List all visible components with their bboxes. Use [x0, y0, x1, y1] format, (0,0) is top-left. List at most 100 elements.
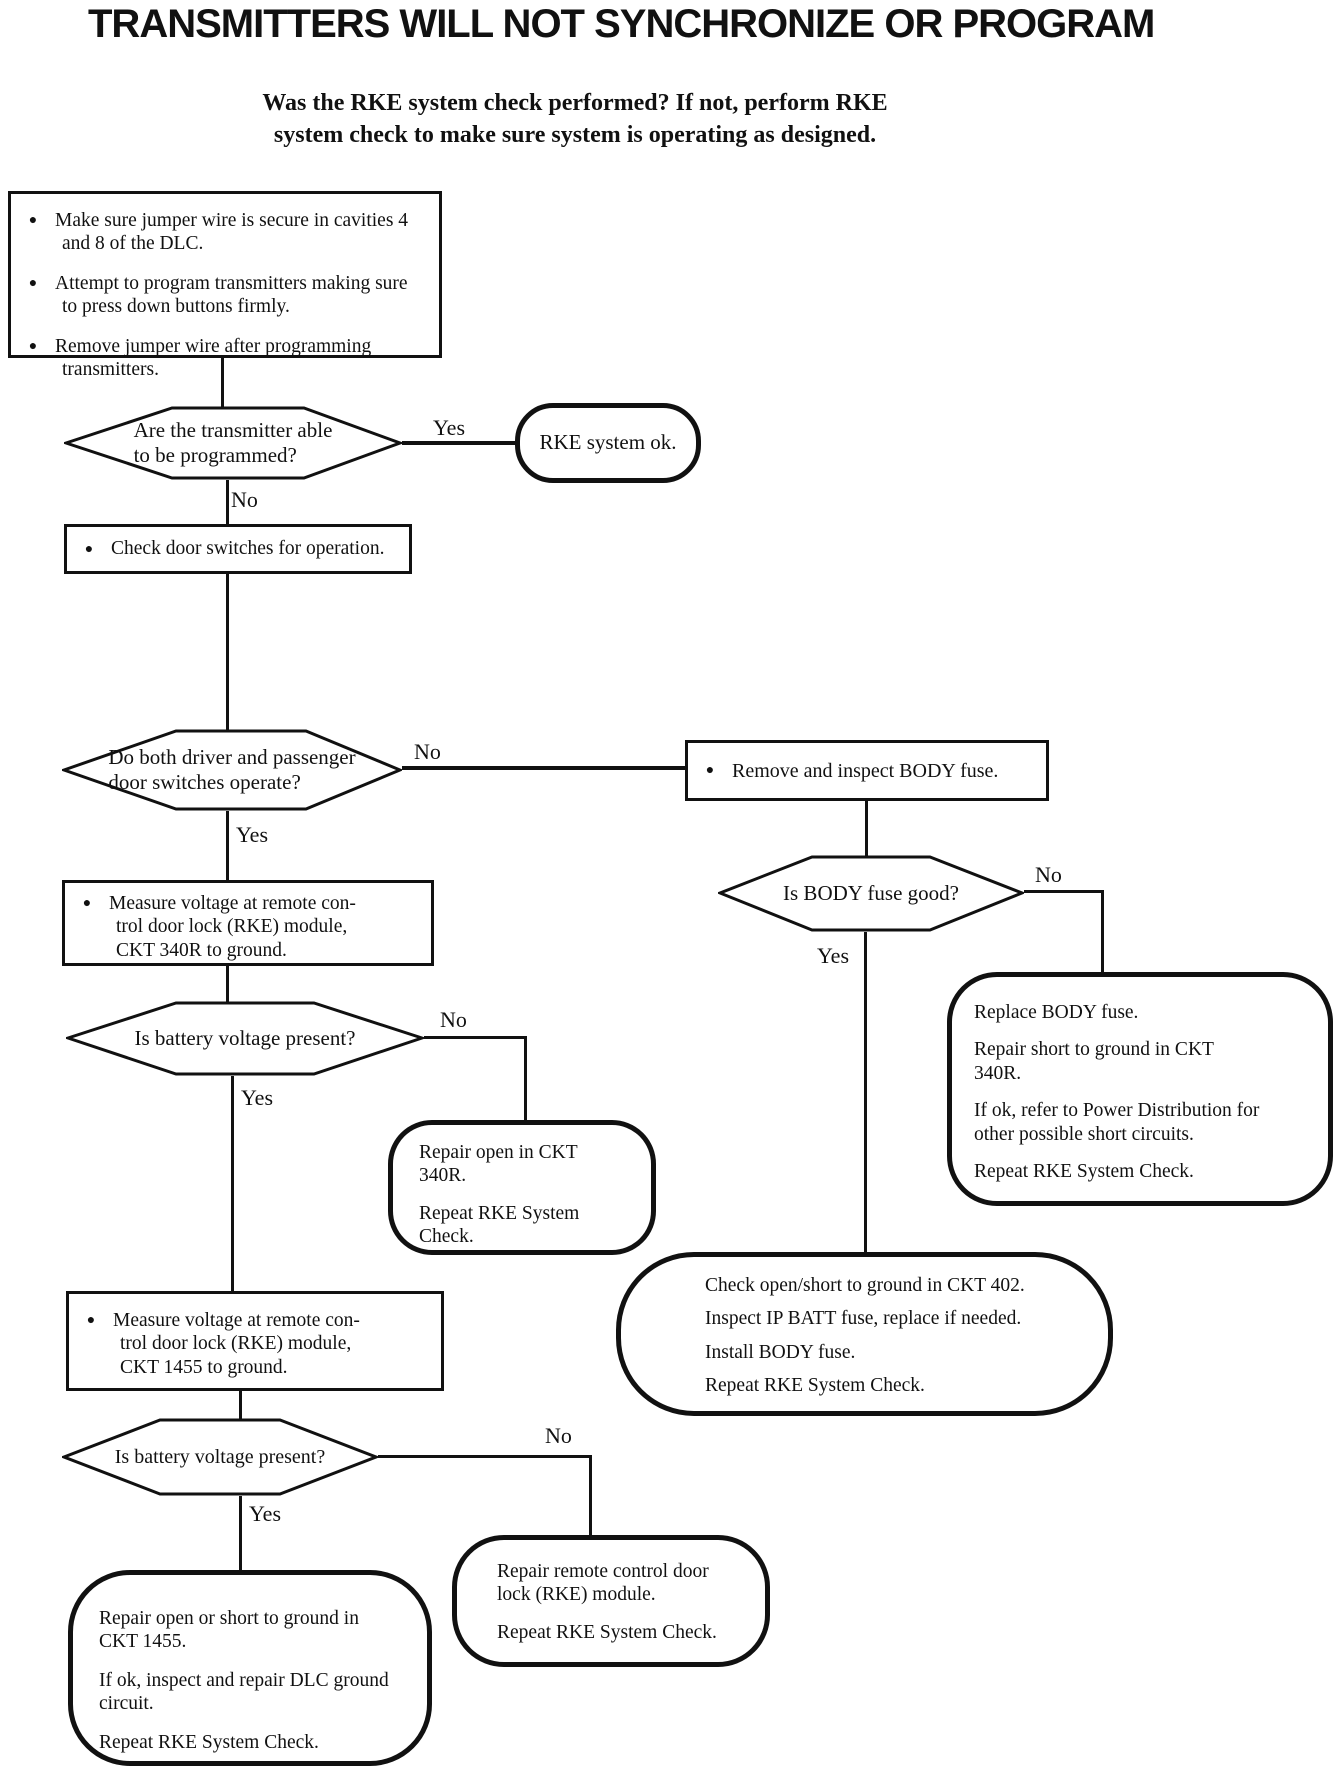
process-line: CKT 1455 to ground. [120, 1356, 288, 1378]
prep-item: ● Make sure jumper wire is secure in cav… [11, 209, 439, 256]
process-line: trol door lock (RKE) module, [120, 1333, 352, 1355]
terminal-paragraph: If ok, refer to Power Distribution for o… [974, 1099, 1320, 1146]
terminal-line: Repeat RKE System Check. [705, 1375, 925, 1397]
terminal-line: Repair remote control door [497, 1561, 709, 1582]
decision-line: Is battery voltage present? [114, 1446, 326, 1468]
terminal-paragraph: Repair open in CKT 340R. [419, 1141, 643, 1188]
terminal-paragraph: Install BODY fuse. [705, 1341, 1100, 1364]
prep-item-line: transmitters. [62, 358, 159, 380]
connector-qbatt1-no-v [524, 1036, 527, 1122]
prep-item: ● Remove jumper wire after programming t… [11, 335, 439, 382]
prep-item-line: Remove jumper wire after programming [55, 335, 372, 357]
label-no: No [545, 1423, 572, 1448]
label-yes: Yes [249, 1501, 282, 1526]
bullet-icon: ● [82, 896, 92, 911]
decision-body-fuse-good: Is BODY fuse good? [718, 855, 1024, 932]
connector-qbatt1-yes [231, 1076, 234, 1292]
process-line: Measure voltage at remote con- [113, 1310, 360, 1331]
prep-item-line: to press down buttons firmly. [62, 296, 290, 318]
connector-qfuse-yes [864, 932, 867, 1254]
terminal-paragraph: Repair remote control door lock (RKE) mo… [497, 1560, 757, 1607]
prep-item-line: and 8 of the DLC. [62, 233, 204, 255]
terminal-paragraph: If ok, inspect and repair DLC ground cir… [99, 1669, 419, 1716]
terminal-rke-system-ok: RKE system ok. [515, 403, 701, 483]
decision-line: Is BODY fuse good? [783, 880, 959, 905]
bullet-icon: ● [28, 338, 38, 354]
terminal-line: Replace BODY fuse. [974, 1002, 1139, 1023]
terminal-line: Repair short to ground in CKT [974, 1039, 1214, 1061]
bullet-icon: ● [705, 763, 715, 778]
terminal-line: other possible short circuits. [974, 1123, 1194, 1145]
terminal-line: Check. [419, 1226, 474, 1248]
prep-item-line: Make sure jumper wire is secure in cavit… [55, 210, 409, 231]
connector-q1-no [226, 480, 229, 525]
terminal-paragraph: Replace BODY fuse. [974, 1001, 1320, 1024]
bullet-icon: ● [28, 213, 38, 228]
bullet-icon: ● [86, 1313, 96, 1328]
hexagon-shape [66, 1001, 424, 1076]
connector-qbatt2-no-v [589, 1455, 592, 1537]
connector-q1-yes [402, 441, 515, 445]
prep-item: ● Attempt to program transmitters making… [11, 272, 439, 319]
decision-line: door switches operate? [108, 770, 301, 794]
terminal-line: Repeat RKE System Check. [497, 1621, 717, 1643]
terminal-line: Inspect IP BATT fuse, replace if needed. [705, 1308, 1022, 1330]
prep-item-line: Attempt to program transmitters making s… [55, 272, 408, 294]
hexagon-shape [62, 1418, 378, 1496]
process-item: ● Measure voltage at remote con- trol do… [65, 892, 431, 962]
terminal-line: Repeat RKE System Check. [99, 1731, 319, 1753]
terminal-paragraph: Repeat RKE System Check. [99, 1731, 419, 1754]
terminal-line: lock (RKE) module. [497, 1584, 656, 1606]
terminal-line: 340R. [974, 1062, 1022, 1084]
terminal-paragraph: Repeat RKE System Check. [974, 1160, 1320, 1183]
terminal-paragraph: Repeat RKE System Check. [419, 1202, 643, 1249]
label-yes: Yes [236, 822, 269, 847]
label-no: No [414, 739, 441, 764]
connector-qbatt1-no-h [424, 1036, 527, 1039]
hexagon-shape [62, 729, 402, 811]
decision-line: to be programmed? [133, 443, 297, 467]
terminal-line: If ok, refer to Power Distribution for [974, 1100, 1260, 1122]
hexagon-shape [718, 855, 1024, 932]
label-no: No [440, 1007, 467, 1032]
terminal-line: Check open/short to ground in CKT 402. [705, 1275, 1025, 1296]
terminal-line: Repair open in CKT [419, 1142, 578, 1163]
terminal-repair-rke-module: Repair remote control door lock (RKE) mo… [452, 1535, 770, 1667]
terminal-line: circuit. [99, 1693, 154, 1715]
terminal-paragraph: Repeat RKE System Check. [705, 1374, 1100, 1397]
bullet-icon: ● [84, 541, 94, 557]
label-yes: Yes [241, 1085, 274, 1110]
process-line: trol door lock (RKE) module, [116, 916, 348, 938]
intro-line: Was the RKE system check performed? If n… [262, 90, 888, 116]
terminal-paragraph: Check open/short to ground in CKT 402. [705, 1274, 1100, 1297]
decision-battery-voltage-340r: Is battery voltage present? [66, 1001, 424, 1076]
decision-line: Do both driver and passenger [108, 744, 356, 769]
terminal-line: Install BODY fuse. [705, 1341, 856, 1363]
terminal-line: If ok, inspect and repair DLC ground [99, 1669, 389, 1691]
label-yes: Yes [817, 943, 850, 968]
decision-line: Is battery voltage present? [134, 1025, 356, 1050]
terminal-paragraph: Repair short to ground in CKT 340R. [974, 1038, 1320, 1085]
label-no: No [231, 487, 258, 512]
decision-line: Are the transmitter able [133, 417, 333, 442]
intro-line: system check to make sure system is oper… [273, 121, 877, 148]
process-measure-ckt340r: ● Measure voltage at remote con- trol do… [62, 880, 434, 966]
terminal-repair-open-340r: Repair open in CKT 340R. Repeat RKE Syst… [388, 1120, 656, 1255]
process-line: CKT 340R to ground. [116, 939, 287, 961]
terminal-check-ckt402: Check open/short to ground in CKT 402. I… [616, 1252, 1113, 1416]
process-line: Check door switches for operation. [111, 538, 385, 560]
decision-transmitters-programmable: Are the transmitter able to be programme… [64, 406, 402, 480]
terminal-line: CKT 1455. [99, 1631, 187, 1653]
connector-to-qbatt1 [226, 966, 229, 1002]
hexagon-shape [64, 406, 402, 480]
process-item: ● Measure voltage at remote con- trol do… [69, 1309, 441, 1379]
connector-qfuse-no-h [1024, 890, 1104, 893]
intro-text: Was the RKE system check performed? If n… [240, 88, 910, 152]
process-check-door-switches: ● Check door switches for operation. [64, 524, 412, 574]
label-yes: Yes [433, 415, 466, 440]
terminal-line: Repeat RKE System [419, 1202, 580, 1224]
connector-qbatt2-no-h [378, 1455, 592, 1458]
terminal-line: Repeat RKE System Check. [974, 1160, 1194, 1182]
terminal-line: 340R. [419, 1165, 467, 1187]
